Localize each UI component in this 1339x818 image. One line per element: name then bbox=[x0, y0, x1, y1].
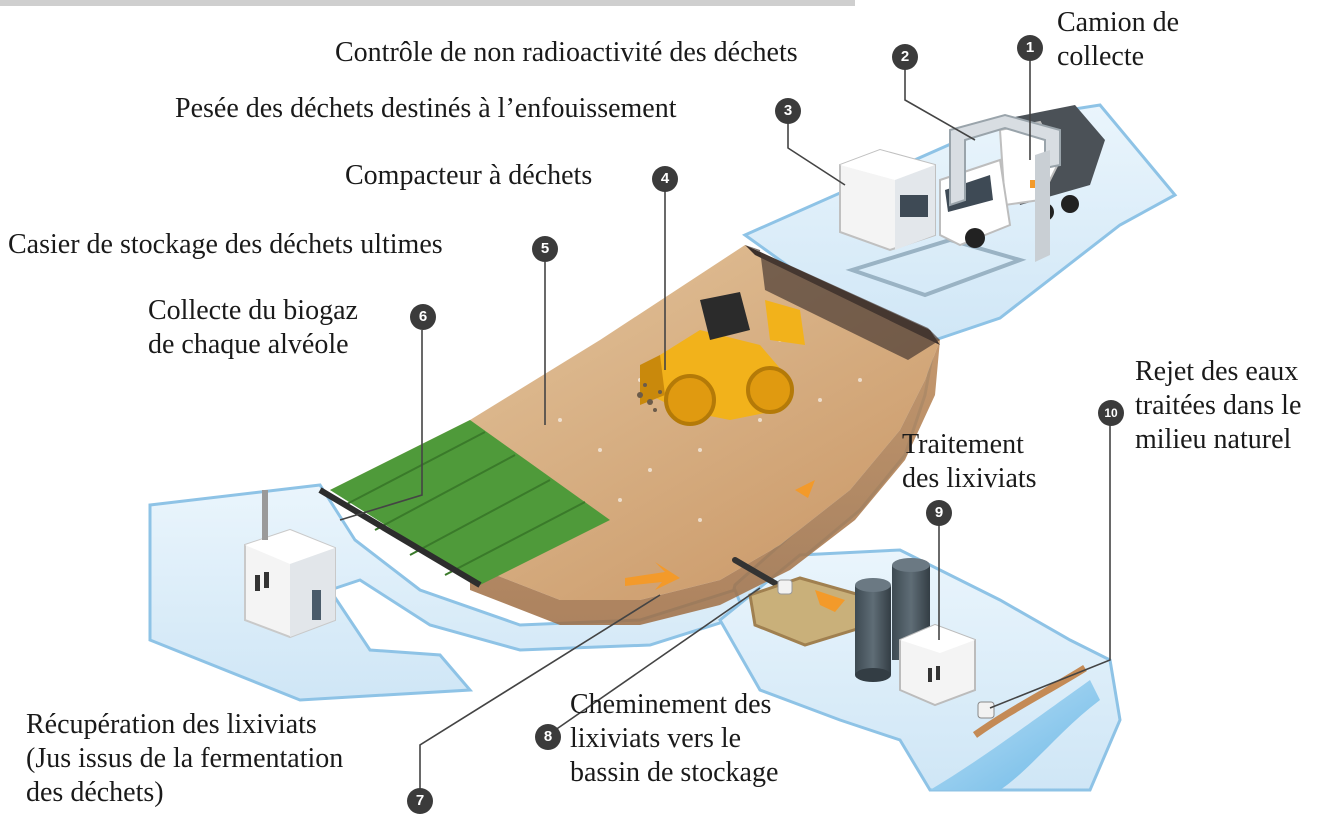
badge-1: 1 bbox=[1017, 35, 1043, 61]
label-weighing: Pesée des déchets destinés à l’enfouisse… bbox=[175, 93, 677, 124]
leachate-basin bbox=[748, 576, 872, 647]
label-leachate-routing: Cheminement des lixiviats vers le bassin… bbox=[570, 689, 779, 788]
biogas-building bbox=[244, 490, 336, 639]
label-storage-cell: Casier de stockage des déchets ultimes bbox=[8, 229, 443, 260]
discharge-outlet bbox=[977, 701, 995, 719]
badge-5: 5 bbox=[532, 236, 558, 262]
badge-10: 10 bbox=[1098, 400, 1124, 426]
weighing-building bbox=[839, 148, 1027, 298]
leader-lines bbox=[339, 60, 1111, 790]
label-water-discharge: Rejet des eaux traitées dans le milieu n… bbox=[1135, 356, 1302, 455]
badge-3: 3 bbox=[775, 98, 801, 124]
label-biogas: Collecte du biogaz de chaque alvéole bbox=[148, 295, 358, 360]
top-border-line bbox=[0, 0, 855, 6]
badge-9: 9 bbox=[926, 500, 952, 526]
badge-8: 8 bbox=[535, 724, 561, 750]
badge-7: 7 bbox=[407, 788, 433, 814]
label-radioactivity-control: Contrôle de non radioactivité des déchet… bbox=[335, 37, 798, 68]
badge-6: 6 bbox=[410, 304, 436, 330]
label-leachate-treatment: Traitement des lixiviats bbox=[902, 429, 1037, 494]
label-leachate-recovery: Récupération des lixiviats (Jus issus de… bbox=[26, 709, 344, 808]
compactor-machine bbox=[637, 292, 805, 426]
label-collection-truck: Camion de collecte bbox=[1057, 7, 1180, 72]
badge-2: 2 bbox=[892, 44, 918, 70]
treatment-station bbox=[855, 558, 976, 707]
badge-4: 4 bbox=[652, 166, 678, 192]
label-compactor: Compacteur à déchets bbox=[345, 160, 593, 191]
radioactivity-gantry bbox=[949, 113, 1061, 262]
